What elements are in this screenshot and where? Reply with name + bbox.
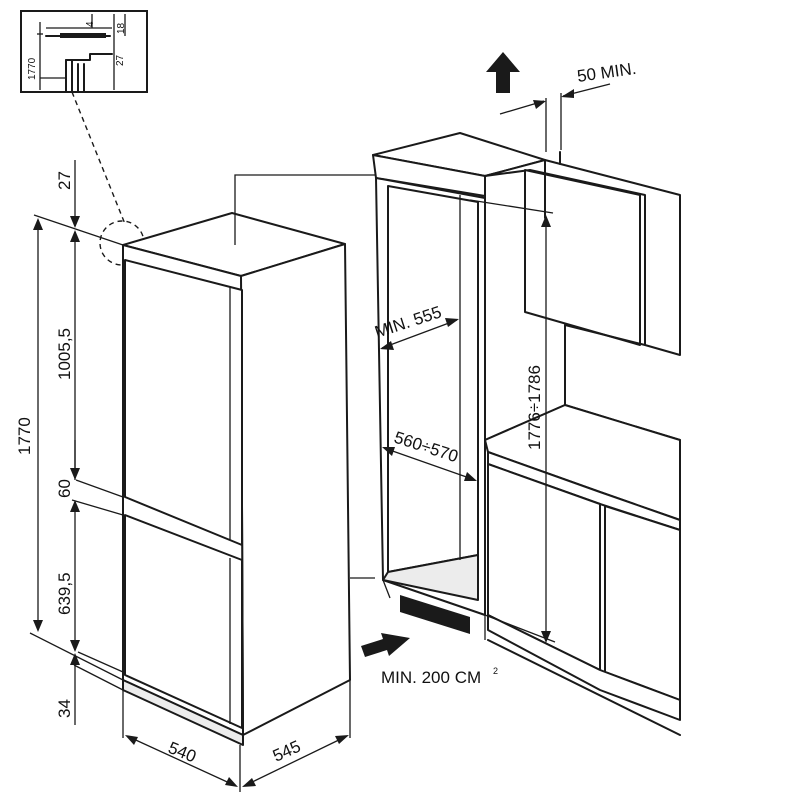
bottom-vent-annotation xyxy=(361,633,410,657)
dim-upper-door: 1005,5 xyxy=(55,328,74,380)
dim-bottom-gap: 34 xyxy=(55,699,74,718)
niche-cabinet xyxy=(234,132,681,736)
dim-door-gap: 60 xyxy=(55,479,74,498)
dim-top-vent: 50 MIN. xyxy=(576,59,638,86)
lower-door xyxy=(124,514,243,729)
vent-up-arrow-icon xyxy=(486,52,520,93)
vent-in-arrow-icon xyxy=(361,633,410,657)
base-dimension-lines xyxy=(122,680,351,792)
inset-offset-label: 27 xyxy=(115,54,126,66)
dim-top-gap: 27 xyxy=(55,171,74,190)
appliance xyxy=(122,212,351,746)
dim-niche-height: 1776÷1786 xyxy=(525,365,544,450)
height-dimension-lines xyxy=(29,160,124,725)
inset-height-label: 1770 xyxy=(27,57,38,80)
base-vent-grille xyxy=(400,595,470,634)
dim-width: 540 xyxy=(166,738,199,766)
inset-top-gap-label: 4 xyxy=(85,21,96,27)
upper-door xyxy=(124,259,243,546)
dim-depth: 545 xyxy=(270,737,304,766)
dim-bottom-vent: MIN. 200 CM xyxy=(381,668,481,687)
dim-total-height: 1770 xyxy=(15,417,34,455)
niche-depth-annotation xyxy=(380,318,459,350)
inset-side-gap-label: 18 xyxy=(116,22,127,34)
appliance-side xyxy=(240,243,351,736)
top-vent-annotation xyxy=(486,52,611,152)
niche-height-annotation xyxy=(469,199,556,643)
inset-detail: 1770 4 18 27 xyxy=(20,10,148,93)
niche-width-annotation xyxy=(382,447,477,481)
dim-bottom-vent-sup: 2 xyxy=(493,666,498,676)
lower-cabinet-2 xyxy=(604,505,681,701)
appliance-plinth xyxy=(122,679,244,746)
dim-lower-door: 639,5 xyxy=(55,572,74,615)
upper-wall-cabinet xyxy=(484,159,681,356)
detail-leader-line xyxy=(71,91,126,225)
